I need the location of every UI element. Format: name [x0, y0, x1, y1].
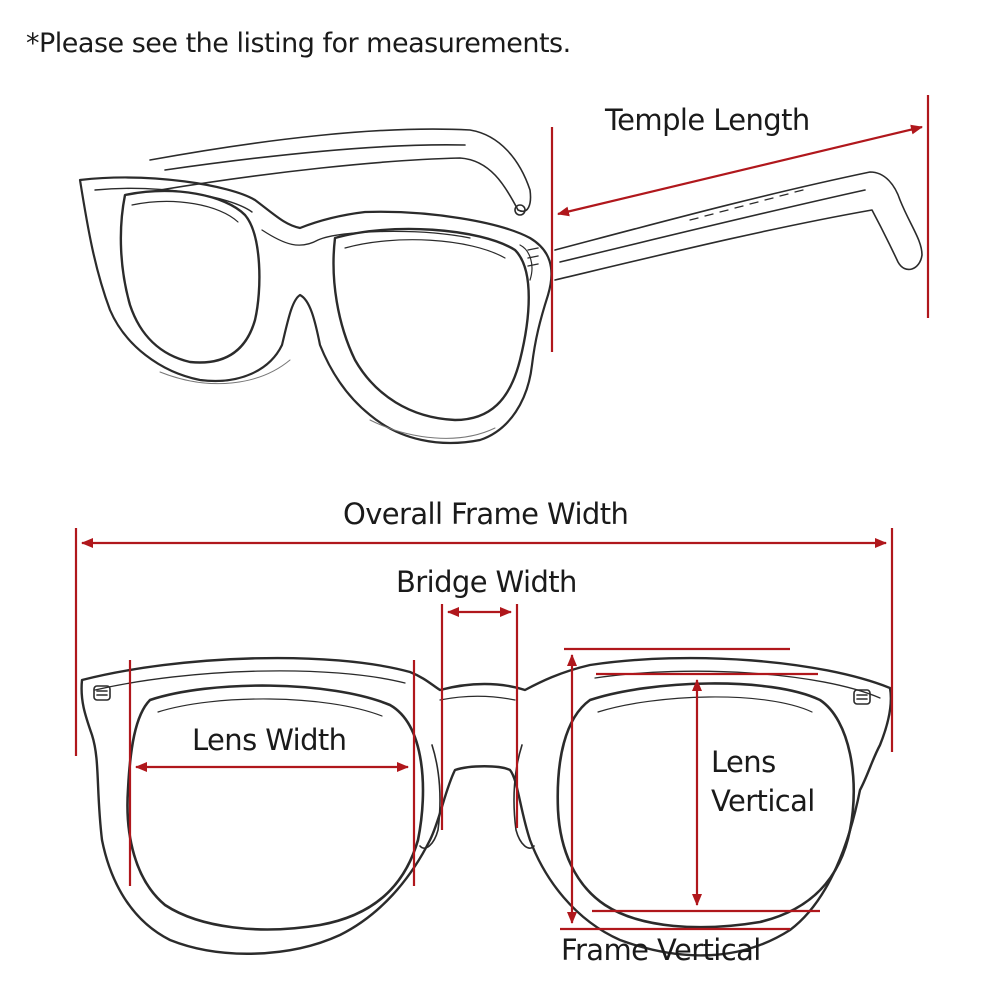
- frame-shading: [159, 359, 496, 439]
- lens-vertical-label: Lens Vertical: [711, 743, 815, 821]
- front-left-lens: [126, 684, 425, 931]
- hinge-rivet-right: [853, 689, 871, 705]
- lens-vertical-measure: [592, 672, 820, 913]
- right-lens-inner-rim: [344, 239, 506, 259]
- lens-vertical-label-line1: Lens: [711, 745, 776, 779]
- hinge-rivet-left: [93, 685, 111, 701]
- front-frame: [78, 176, 553, 445]
- temple-length-label: Temple Length: [605, 103, 810, 137]
- lens-width-measure: [128, 660, 416, 886]
- near-temple-arm: [554, 171, 923, 281]
- bridge-width-label: Bridge Width: [396, 565, 577, 599]
- hinge-rivets-perspective: [519, 244, 539, 281]
- perspective-glasses-sketch: [78, 128, 923, 445]
- bridge-width-measure: [440, 604, 519, 830]
- front-frame-outer: [80, 656, 893, 957]
- right-lens-perspective: [332, 227, 530, 422]
- measurement-note: *Please see the listing for measurements…: [26, 28, 571, 59]
- frame-vertical-measure: [560, 647, 790, 931]
- front-glasses-sketch: [80, 656, 893, 957]
- overall-frame-width-label: Overall Frame Width: [343, 497, 629, 531]
- measurement-lines: [74, 95, 930, 931]
- lens-width-label: Lens Width: [192, 723, 347, 757]
- left-lens-perspective: [119, 189, 261, 364]
- far-temple-arm: [149, 128, 532, 216]
- left-lens-inner-rim: [131, 200, 239, 223]
- frame-vertical-label: Frame Vertical: [561, 933, 761, 967]
- lens-vertical-label-line2: Vertical: [711, 784, 815, 818]
- overall-width-measure: [74, 528, 894, 756]
- front-right-lens: [556, 682, 856, 929]
- temple-length-measure: [550, 95, 930, 352]
